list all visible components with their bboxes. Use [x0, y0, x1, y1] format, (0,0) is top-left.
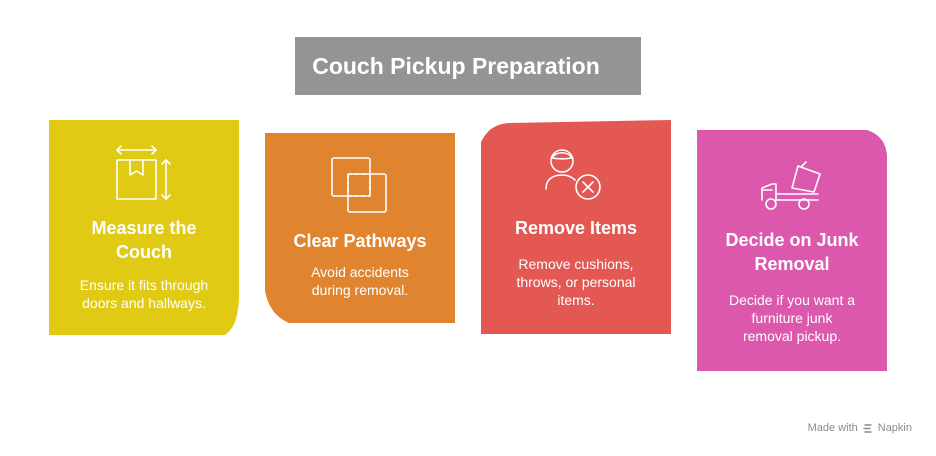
made-with-napkin-footer: Made with Napkin [808, 422, 912, 434]
step-card-junk-removal: Decide on Junk Removal Decide if you wan… [697, 130, 887, 371]
step-card-measure: Measure the Couch Ensure it fits through… [49, 120, 239, 335]
step-description: Remove cushions, throws, or personal ite… [516, 256, 636, 308]
step-card-clear-pathways: Clear Pathways Avoid accidents during re… [265, 133, 455, 323]
footer-made-with: Made with [807, 422, 858, 434]
footer-brand: Napkin [877, 422, 912, 434]
dump-truck-icon [760, 160, 824, 212]
step-card-remove-items: Remove Items Remove cushions, throws, or… [481, 120, 671, 334]
card-background [49, 120, 239, 335]
card-background [265, 133, 455, 323]
napkin-logo-icon [863, 423, 873, 434]
card-background [697, 130, 887, 371]
box-dimensions-icon [111, 142, 177, 206]
overlapping-squares-icon [328, 155, 392, 217]
step-description: Decide if you want a furniture junk remo… [728, 292, 856, 344]
step-title: Remove Items [514, 218, 638, 238]
step-title: Clear Pathways [293, 231, 427, 251]
title-banner: Couch Pickup Preparation [295, 37, 641, 95]
card-background [481, 120, 671, 334]
step-title: Measure the Couch [91, 218, 197, 262]
step-description: Ensure it fits through doors and hallway… [79, 277, 209, 311]
person-remove-icon [544, 145, 608, 205]
diagram-title: Couch Pickup Preparation [312, 52, 600, 79]
step-title: Decide on Junk Removal [725, 230, 859, 274]
step-description: Avoid accidents during removal. [311, 264, 409, 298]
